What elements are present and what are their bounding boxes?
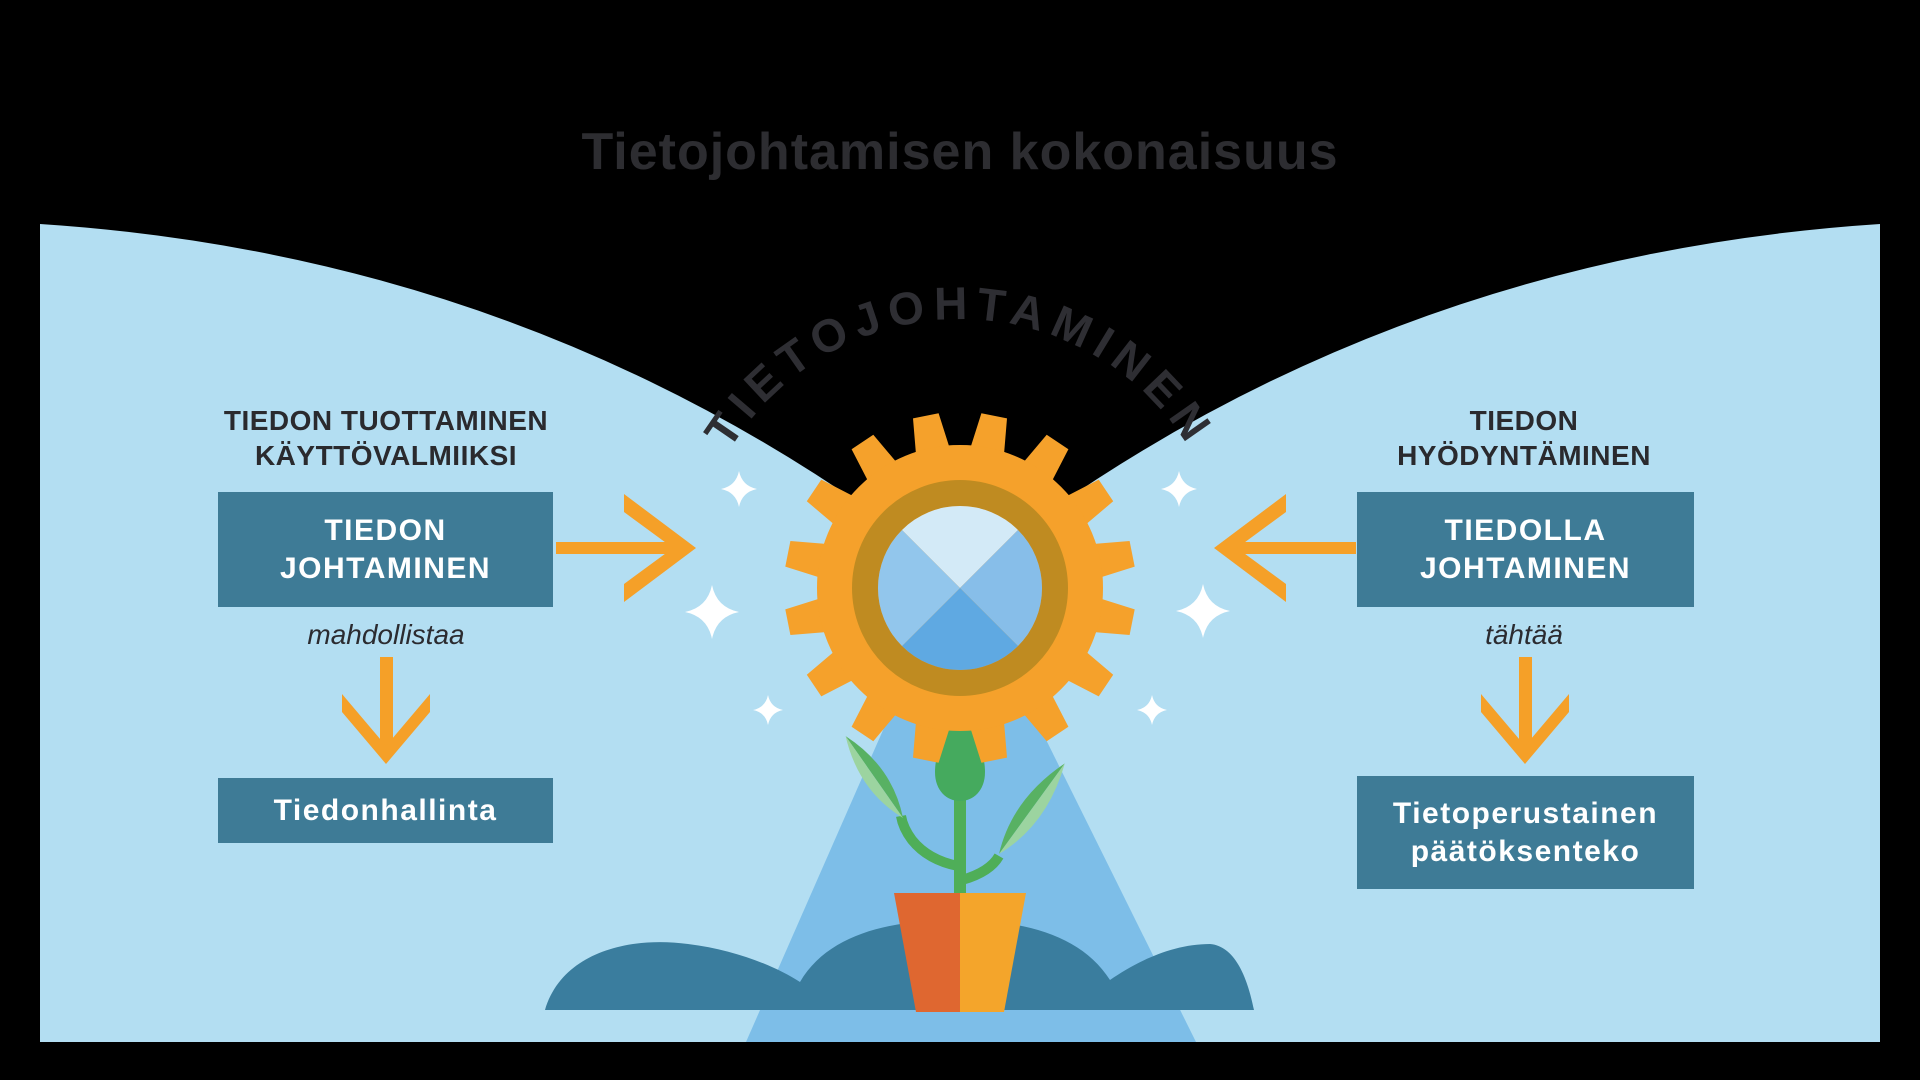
arrows bbox=[342, 494, 1569, 764]
leaf-right-icon bbox=[999, 763, 1065, 854]
box-line: päätöksenteko bbox=[1410, 834, 1641, 868]
arrow-left-to-gear-icon bbox=[556, 494, 696, 602]
box-line: Tiedonhallinta bbox=[273, 793, 498, 827]
flower-pot bbox=[894, 893, 1026, 1012]
right-heading-line2: HYÖDYNTÄMINEN bbox=[1397, 440, 1651, 471]
right-connector-label: tähtää bbox=[1485, 619, 1563, 650]
left-heading: TIEDON TUOTTAMINEN KÄYTTÖVALMIIKSI bbox=[166, 403, 606, 473]
box-tietoperustainen-paatoksenteko: Tietoperustainen päätöksenteko bbox=[1357, 776, 1694, 889]
plant-branch-left bbox=[896, 815, 960, 871]
leaf-left-icon bbox=[845, 736, 903, 818]
arrow-down-right-icon bbox=[1481, 657, 1569, 764]
box-line: JOHTAMINEN bbox=[279, 551, 492, 585]
right-heading: TIEDON HYÖDYNTÄMINEN bbox=[1304, 403, 1744, 473]
plant-stem bbox=[954, 790, 966, 898]
pot-right-half bbox=[960, 893, 1026, 1012]
left-heading-line1: TIEDON TUOTTAMINEN bbox=[223, 405, 549, 436]
pot-left-half bbox=[894, 893, 960, 1012]
gear-arc-label: TIETOJOHTAMINEN bbox=[694, 277, 1226, 456]
right-heading-line1: TIEDON bbox=[1469, 405, 1579, 436]
box-tiedonhallinta: Tiedonhallinta bbox=[218, 778, 553, 843]
box-line: JOHTAMINEN bbox=[1419, 551, 1632, 585]
plant-bud bbox=[935, 714, 985, 801]
page-title: Tietojohtamisen kokonaisuus bbox=[581, 123, 1339, 181]
box-line: Tietoperustainen bbox=[1392, 796, 1659, 830]
arrow-down-left-icon bbox=[342, 657, 430, 764]
plant-branch-right bbox=[960, 853, 1004, 885]
gear-icon bbox=[785, 413, 1135, 763]
box-tiedon-johtaminen: TIEDON JOHTAMINEN bbox=[218, 492, 553, 607]
left-heading-line2: KÄYTTÖVALMIIKSI bbox=[254, 440, 518, 471]
box-line: TIEDOLLA bbox=[1444, 513, 1607, 547]
box-line: TIEDON bbox=[324, 513, 447, 547]
soil-mounds bbox=[545, 920, 1254, 1010]
gear-lens bbox=[877, 505, 1043, 671]
arrow-right-to-gear-icon bbox=[1214, 494, 1356, 602]
left-connector-label: mahdollistaa bbox=[307, 619, 465, 650]
gear-ring bbox=[852, 480, 1068, 696]
plant bbox=[845, 714, 1065, 898]
box-tiedolla-johtaminen: TIEDOLLA JOHTAMINEN bbox=[1357, 492, 1694, 607]
